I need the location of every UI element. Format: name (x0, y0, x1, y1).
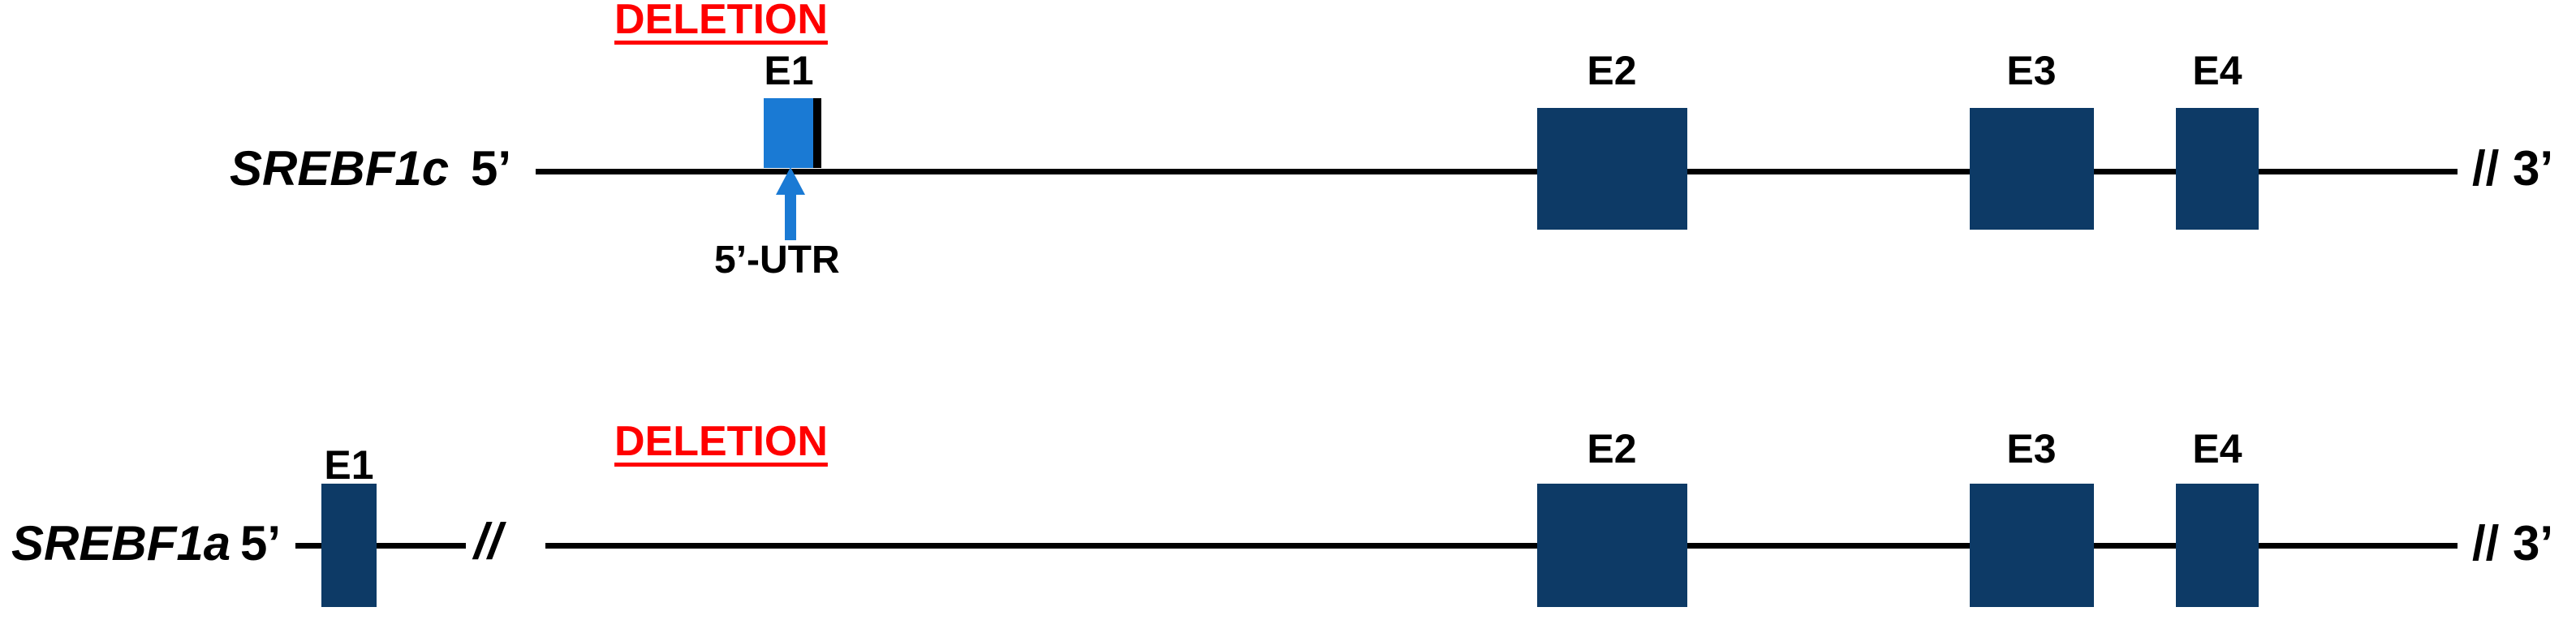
intron-line-srebf1a-leading (295, 543, 325, 549)
exon-box-e2-srebf1c (1537, 108, 1687, 230)
five-prime-utr-arrow (776, 167, 805, 240)
intron-break-label-srebf1a: // (474, 514, 502, 570)
gene-label-srebf1c: SREBF1c (230, 141, 450, 196)
five-prime-utr-label: 5’-UTR (714, 239, 840, 282)
exon-label-e1-srebf1c: E1 (764, 48, 814, 93)
five-prime-label-srebf1a: 5’ (240, 516, 282, 570)
gene-label-srebf1a: SREBF1a (11, 516, 231, 570)
exon-box-e2-srebf1a (1537, 484, 1687, 607)
intron-line-srebf1c (536, 169, 2458, 174)
exon-label-e1-srebf1a: E1 (324, 442, 374, 488)
exon-label-e2-srebf1c: E2 (1587, 48, 1637, 93)
exon-box-e1-srebf1a (321, 484, 377, 607)
exon-box-e4-srebf1a (2176, 484, 2259, 607)
three-prime-label-srebf1a: // 3’ (2472, 516, 2554, 570)
exon-box-e3-srebf1a (1970, 484, 2094, 607)
exon-box-e3-srebf1c (1970, 108, 2094, 230)
three-prime-label-srebf1c: // 3’ (2472, 141, 2554, 196)
intron-line-srebf1a-segment1 (377, 543, 466, 549)
exon-coding-bar-e1-srebf1c (813, 98, 821, 168)
exon-box-e4-srebf1c (2176, 108, 2259, 230)
exon-label-e3-srebf1c: E3 (2006, 48, 2057, 93)
deletion-label-srebf1c: DELETION (614, 0, 828, 43)
exon-label-e4-srebf1a: E4 (2192, 426, 2242, 471)
five-prime-label-srebf1c: 5’ (471, 141, 512, 196)
intron-line-srebf1a-main (545, 543, 2458, 549)
exon-box-e1-srebf1c (764, 98, 813, 168)
exon-label-e2-srebf1a: E2 (1587, 426, 1637, 471)
exon-label-e4-srebf1c: E4 (2192, 48, 2242, 93)
exon-label-e3-srebf1a: E3 (2006, 426, 2057, 471)
deletion-label-srebf1a: DELETION (614, 418, 828, 465)
